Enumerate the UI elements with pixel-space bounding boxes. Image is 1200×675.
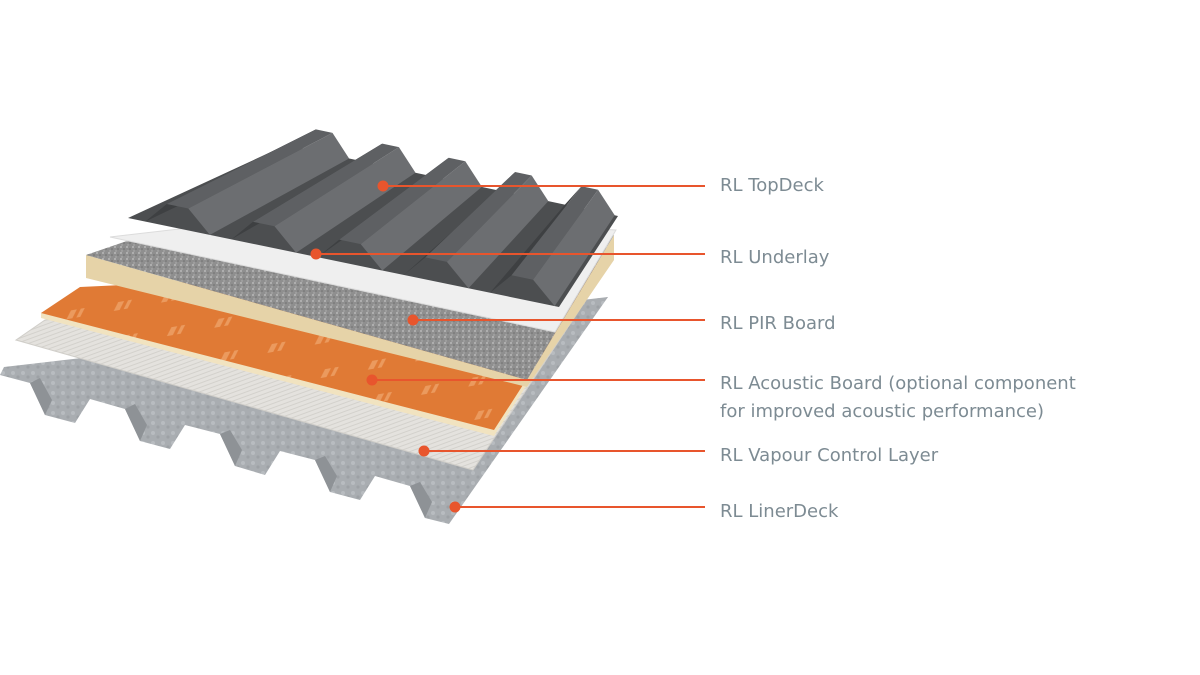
topdeck-rib-crest [339, 157, 466, 245]
vapour-marker-dot [418, 445, 430, 457]
topdeck-rib-crest [166, 129, 333, 209]
pir-label: RL PIR Board [720, 313, 836, 334]
linerdeck-trough-walls [30, 378, 432, 518]
topdeck-rib-flank [274, 147, 416, 253]
topdeck-rib-flank [490, 186, 582, 293]
acoustic-label: for improved acoustic performance) [720, 401, 1044, 422]
acoustic-marker-dot [366, 374, 378, 386]
leader-lines [310, 180, 705, 513]
topdeck-label: RL TopDeck [720, 175, 824, 196]
linerdeck-label: RL LinerDeck [720, 501, 839, 522]
topdeck-marker-dot [377, 180, 389, 192]
acoustic-label: RL Acoustic Board (optional component [720, 373, 1076, 394]
topdeck-rib-crest [253, 143, 399, 227]
topdeck-rib-flank [446, 175, 549, 289]
topdeck-rib-crest [425, 172, 532, 262]
topdeck-rib-crest [511, 186, 599, 280]
underlay-label: RL Underlay [720, 247, 830, 268]
vapour-label: RL Vapour Control Layer [720, 445, 939, 466]
pir-marker-dot [407, 314, 419, 326]
topdeck-rib-flank [360, 161, 482, 271]
topdeck-layer [128, 129, 618, 307]
linerdeck-marker-dot [449, 501, 461, 513]
underlay-marker-dot [310, 248, 322, 260]
component-labels: RL TopDeck RL Underlay RL PIR Board RL Acou… [720, 175, 1076, 522]
topdeck-rib-flank [188, 132, 350, 235]
topdeck-rib-flank [533, 189, 615, 307]
